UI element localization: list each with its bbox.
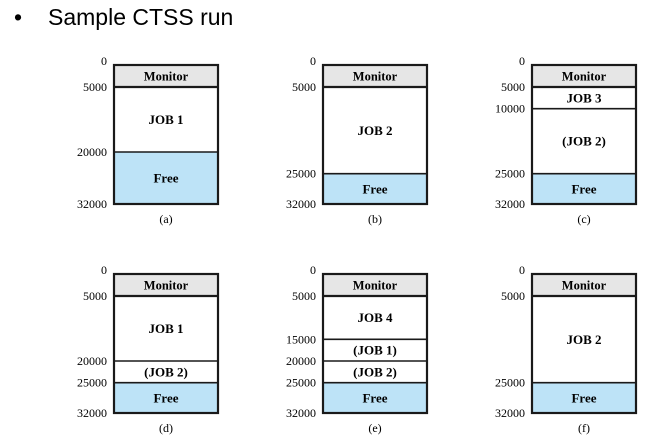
slide-title-text: Sample CTSS run — [48, 4, 234, 30]
address-tick: 5000 — [292, 80, 316, 94]
address-tick: 5000 — [501, 289, 525, 303]
address-tick: 32000 — [495, 197, 525, 211]
free-block — [114, 382, 218, 413]
address-tick: 0 — [519, 263, 525, 277]
address-tick: 32000 — [495, 406, 525, 420]
block-label: Free — [571, 390, 596, 405]
job-block — [323, 361, 427, 383]
address-tick: 32000 — [77, 197, 107, 211]
address-tick: 5000 — [501, 80, 525, 94]
address-tick: 25000 — [286, 376, 316, 390]
monitor-block — [323, 274, 427, 296]
diagram-caption: (f) — [578, 421, 590, 435]
block-label: JOB 1 — [148, 112, 183, 127]
job-block — [323, 339, 427, 361]
block-label: (JOB 2) — [562, 134, 606, 149]
monitor-block — [532, 274, 636, 296]
address-tick: 32000 — [286, 406, 316, 420]
block-label: Monitor — [562, 279, 607, 293]
job-block — [532, 296, 636, 383]
memory-outline — [530, 63, 638, 206]
address-tick: 5000 — [83, 289, 107, 303]
address-tick: 0 — [101, 263, 107, 277]
address-tick: 0 — [519, 54, 525, 68]
block-label: Monitor — [144, 70, 189, 84]
job-block — [114, 296, 218, 361]
slide-title: • Sample CTSS run — [14, 4, 233, 30]
block-label: Monitor — [562, 70, 607, 84]
free-block — [532, 173, 636, 204]
block-label: Free — [362, 181, 387, 196]
free-block — [114, 152, 218, 204]
monitor-block — [323, 65, 427, 87]
block-label: Free — [153, 390, 178, 405]
bullet-icon: • — [14, 4, 23, 30]
memory-outline — [530, 272, 638, 415]
monitor-block — [114, 274, 218, 296]
job-block — [114, 361, 218, 383]
memory-outline — [112, 272, 220, 415]
block-label: Free — [362, 390, 387, 405]
address-tick: 25000 — [77, 376, 107, 390]
block-label: JOB 1 — [148, 321, 183, 336]
block-label: (JOB 1) — [353, 343, 397, 358]
diagram-caption: (e) — [368, 421, 381, 435]
address-tick: 5000 — [292, 289, 316, 303]
address-tick: 10000 — [495, 102, 525, 116]
block-label: Monitor — [353, 70, 398, 84]
free-block — [532, 382, 636, 413]
block-label: JOB 2 — [357, 123, 392, 138]
block-label: (JOB 2) — [144, 364, 188, 379]
address-tick: 25000 — [286, 167, 316, 181]
block-label: Free — [571, 181, 596, 196]
address-tick: 20000 — [77, 354, 107, 368]
block-label: JOB 2 — [566, 332, 601, 347]
address-tick: 15000 — [286, 332, 316, 346]
block-label: Monitor — [144, 279, 189, 293]
diagram-caption: (d) — [159, 421, 173, 435]
memory-outline — [321, 272, 429, 415]
address-tick: 0 — [101, 54, 107, 68]
diagram-caption: (a) — [159, 212, 172, 226]
block-label: JOB 4 — [357, 310, 393, 325]
address-tick: 5000 — [83, 80, 107, 94]
diagram-caption: (b) — [368, 212, 382, 226]
job-block — [532, 108, 636, 174]
address-tick: 25000 — [495, 167, 525, 181]
job-block — [532, 87, 636, 109]
address-tick: 20000 — [77, 145, 107, 159]
monitor-block — [532, 65, 636, 87]
address-tick: 32000 — [286, 197, 316, 211]
free-block — [323, 382, 427, 413]
diagram-caption: (c) — [577, 212, 590, 226]
address-tick: 0 — [310, 263, 316, 277]
address-tick: 25000 — [495, 376, 525, 390]
address-tick: 32000 — [77, 406, 107, 420]
block-label: (JOB 2) — [353, 364, 397, 379]
free-block — [323, 173, 427, 204]
job-block — [323, 296, 427, 340]
job-block — [114, 87, 218, 152]
memory-outline — [112, 63, 220, 206]
block-label: Monitor — [353, 279, 398, 293]
block-label: Free — [153, 171, 178, 186]
monitor-block — [114, 65, 218, 87]
job-block — [323, 87, 427, 174]
address-tick: 20000 — [286, 354, 316, 368]
address-tick: 0 — [310, 54, 316, 68]
memory-outline — [321, 63, 429, 206]
block-label: JOB 3 — [566, 90, 602, 105]
